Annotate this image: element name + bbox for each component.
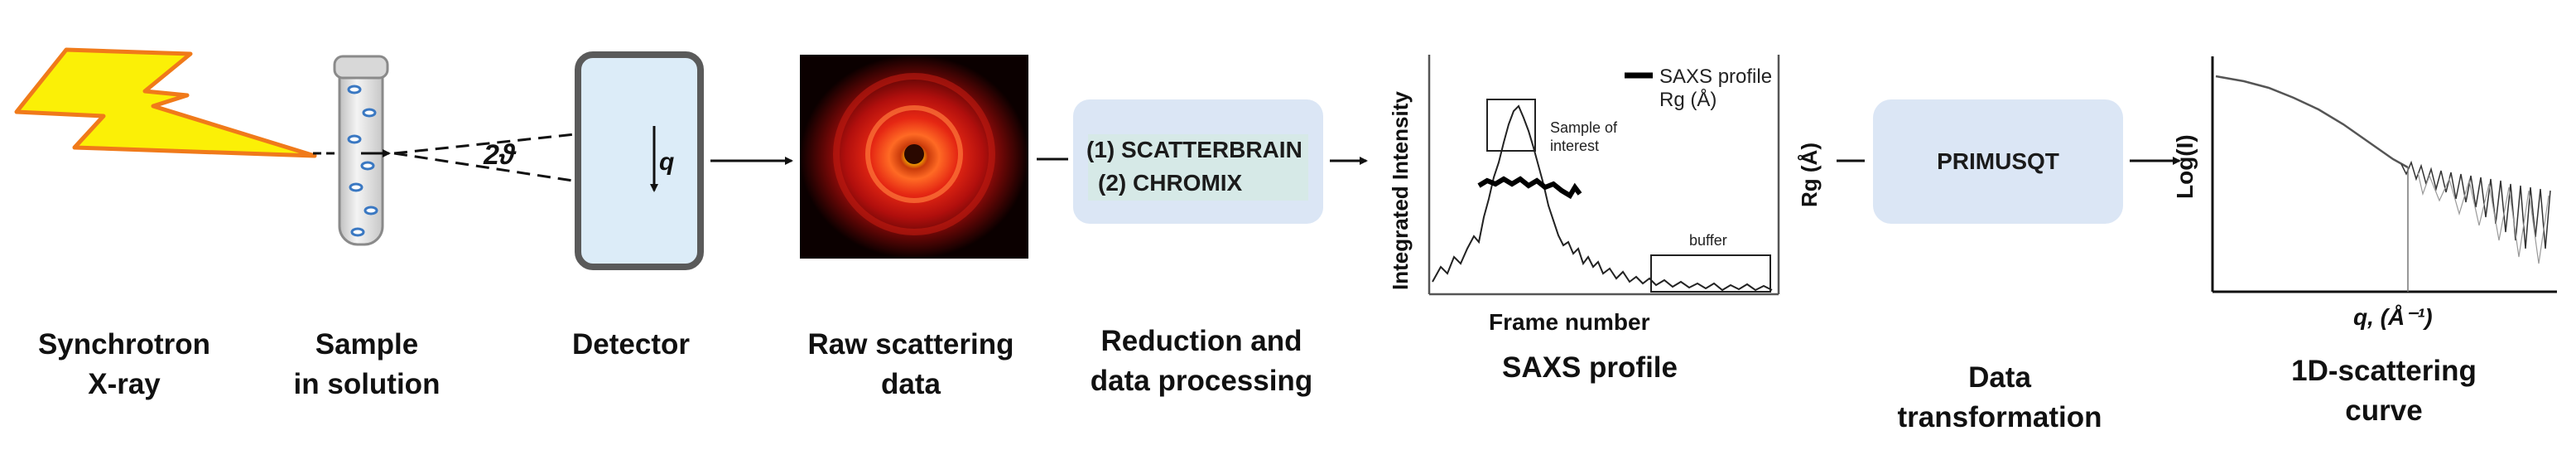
saxs-legend-line2: Rg (Å)	[1659, 88, 1717, 111]
scattering-noise-trace	[2400, 160, 2551, 249]
saxs-intensity-trace	[1432, 104, 1773, 292]
processing-step-1: (1) SCATTERBRAIN	[1086, 137, 1302, 162]
saxs-annot-sample-1: Sample of	[1550, 119, 1618, 136]
saxs-legend-line1: SAXS profile	[1659, 65, 1772, 88]
scattering-curve-plot: Log(I) q, (Å⁻¹)	[2172, 56, 2557, 330]
scattering-curve-trace	[2215, 75, 2409, 169]
stage-label-detector: Detector	[572, 328, 690, 361]
detector-icon	[575, 51, 704, 270]
curve-ylabel: Log(I)	[2172, 134, 2198, 199]
saxs-y2label: Rg (Å)	[1797, 143, 1822, 207]
transform-box	[1873, 99, 2123, 224]
sample-tube-icon	[333, 55, 389, 246]
saxs-xlabel: Frame number	[1489, 309, 1650, 335]
angle-label: 2ϑ	[483, 139, 517, 171]
saxs-ylabel: Integrated Intensity	[1388, 91, 1413, 290]
transform-label: PRIMUSQT	[1937, 148, 2059, 174]
saxs-annot-buffer: buffer	[1689, 232, 1727, 249]
saxs-rg-trace	[1477, 176, 1582, 200]
q-label: q	[659, 148, 674, 176]
processing-step-2: (2) CHROMIX	[1098, 170, 1243, 196]
lightning-bolt-icon	[14, 47, 317, 158]
saxs-annot-sample-2: interest	[1550, 138, 1599, 154]
saxs-profile-plot: Integrated Intensity Frame number Rg (Å)…	[1388, 55, 1822, 335]
curve-xlabel: q, (Å⁻¹)	[2353, 304, 2433, 330]
stage-label-saxs: SAXS profile	[1502, 351, 1678, 384]
